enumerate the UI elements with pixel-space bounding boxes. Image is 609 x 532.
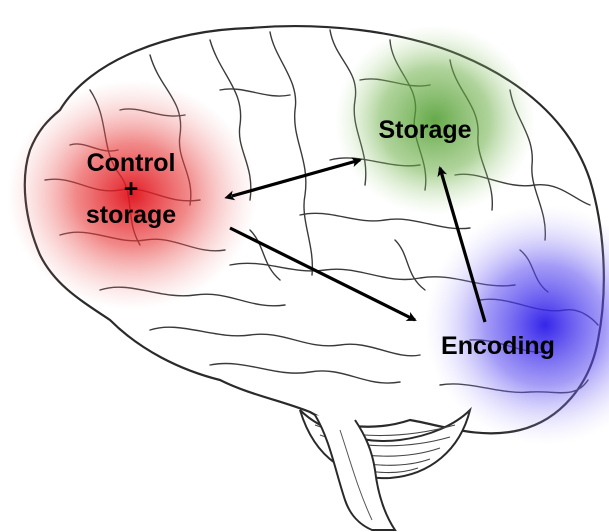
encoding-label: Encoding xyxy=(428,333,568,359)
control-storage-label-line1: Control xyxy=(68,150,194,176)
control-storage-label-line3: storage xyxy=(68,202,194,228)
control-storage-label: Control + storage xyxy=(68,150,194,228)
control-storage-label-line2: + xyxy=(68,176,194,202)
storage-label: Storage xyxy=(350,117,500,143)
